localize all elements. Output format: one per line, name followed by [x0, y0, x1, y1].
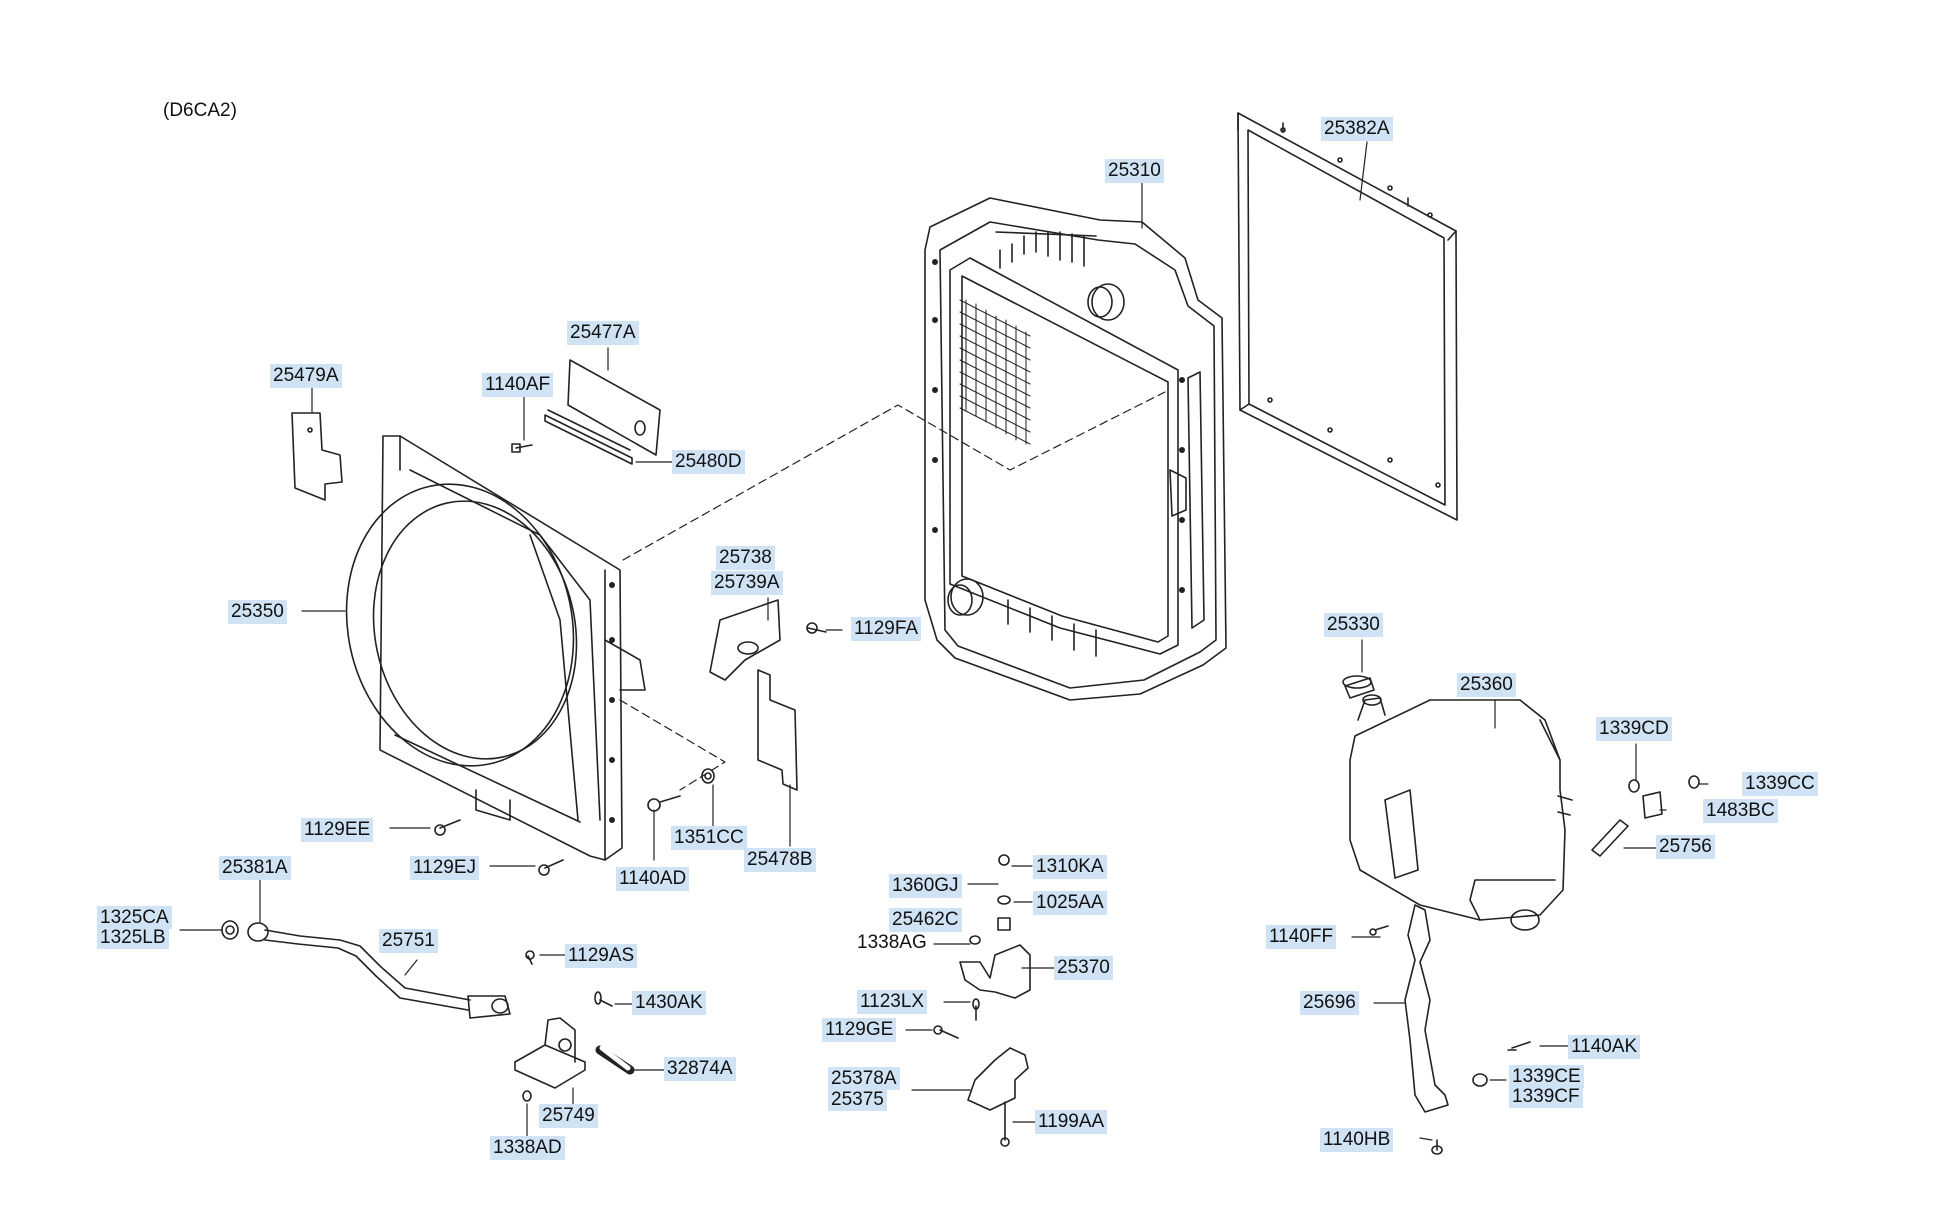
clip-25756 — [1591, 819, 1629, 857]
hose-25751 — [221, 920, 511, 1019]
reservoir-tank — [1349, 694, 1573, 931]
part-label-25350[interactable]: 25350 — [228, 600, 287, 624]
leader-lines — [179, 141, 1709, 1141]
bolt-1140AF — [515, 444, 533, 449]
part-label-25478B[interactable]: 25478B — [744, 848, 816, 872]
part-label-25360[interactable]: 25360 — [1457, 673, 1516, 697]
part-label-25751[interactable]: 25751 — [379, 929, 438, 953]
part-label-1339CD[interactable]: 1339CD — [1596, 717, 1672, 741]
part-label-1338AD[interactable]: 1338AD — [490, 1136, 565, 1160]
part-label-32874A[interactable]: 32874A — [664, 1057, 736, 1081]
bracket-25738 — [709, 599, 781, 681]
part-label-1140AD[interactable]: 1140AD — [616, 867, 690, 891]
part-label-25480D[interactable]: 25480D — [672, 450, 745, 474]
part-label-25756[interactable]: 25756 — [1656, 835, 1715, 859]
part-label-1140HB[interactable]: 1140HB — [1320, 1128, 1394, 1152]
part-label-1351CC[interactable]: 1351CC — [671, 826, 747, 850]
part-label-1325CA[interactable]: 1325CA — [97, 906, 172, 929]
part-label-1430AK[interactable]: 1430AK — [632, 991, 706, 1015]
strap-25696 — [1404, 904, 1449, 1113]
engine-code: (D6CA2) — [163, 100, 237, 121]
part-label-25382A[interactable]: 25382A — [1321, 117, 1393, 141]
part-label-1339CE[interactable]: 1339CE — [1509, 1065, 1584, 1088]
bracket-25479A — [291, 412, 343, 501]
bracket-25378A — [967, 1047, 1029, 1111]
radiator-core — [924, 197, 1227, 701]
gasket-frame — [1237, 112, 1458, 521]
cap-25330 — [1344, 677, 1375, 699]
part-label-25738[interactable]: 25738 — [716, 546, 775, 570]
part-label-1339CC[interactable]: 1339CC — [1742, 772, 1818, 796]
part-label-1140AK[interactable]: 1140AK — [1568, 1035, 1641, 1059]
part-label-1129GE[interactable]: 1129GE — [822, 1018, 897, 1042]
part-label-1123LX[interactable]: 1123LX — [857, 990, 928, 1014]
part-label-25310[interactable]: 25310 — [1105, 159, 1164, 183]
part-label-1360GJ[interactable]: 1360GJ — [889, 874, 962, 898]
part-label-25696[interactable]: 25696 — [1300, 991, 1359, 1015]
plate-25477A — [567, 359, 661, 456]
bracket-25370 — [959, 944, 1031, 999]
clamp-1483BC — [1642, 791, 1663, 819]
bracket-25478B — [757, 669, 798, 791]
part-label-1310KA[interactable]: 1310KA — [1033, 855, 1107, 879]
part-label-1025AA[interactable]: 1025AA — [1033, 891, 1107, 915]
part-label-25477A[interactable]: 25477A — [567, 321, 639, 345]
part-label-1129EE[interactable]: 1129EE — [301, 818, 374, 842]
part-label-1140AF[interactable]: 1140AF — [482, 373, 554, 397]
fan-shroud — [345, 435, 646, 861]
part-label-25739A[interactable]: 25739A — [711, 571, 783, 595]
part-label-25749[interactable]: 25749 — [539, 1104, 598, 1128]
part-label-25375[interactable]: 25375 — [828, 1088, 887, 1111]
alignment-lines — [619, 391, 1166, 791]
part-label-1129FA[interactable]: 1129FA — [851, 617, 922, 641]
part-label-1483BC[interactable]: 1483BC — [1703, 799, 1778, 823]
part-label-25479A[interactable]: 25479A — [270, 364, 342, 388]
part-label-25381A[interactable]: 25381A — [219, 856, 291, 880]
part-label-1199AA[interactable]: 1199AA — [1035, 1110, 1108, 1134]
part-label-1129EJ[interactable]: 1129EJ — [410, 856, 480, 880]
part-label-25462C[interactable]: 25462C — [889, 908, 962, 932]
part-label-1325LB[interactable]: 1325LB — [97, 926, 169, 949]
part-label-1129AS[interactable]: 1129AS — [565, 944, 638, 968]
part-label-25378A[interactable]: 25378A — [828, 1067, 900, 1090]
strip-25480D — [544, 409, 633, 465]
part-label-1339CF[interactable]: 1339CF — [1509, 1085, 1583, 1108]
part-label-1338AG[interactable]: 1338AG — [857, 932, 927, 953]
part-label-1140FF[interactable]: 1140FF — [1266, 925, 1337, 949]
part-label-25370[interactable]: 25370 — [1054, 956, 1113, 980]
part-label-25330[interactable]: 25330 — [1324, 613, 1383, 637]
